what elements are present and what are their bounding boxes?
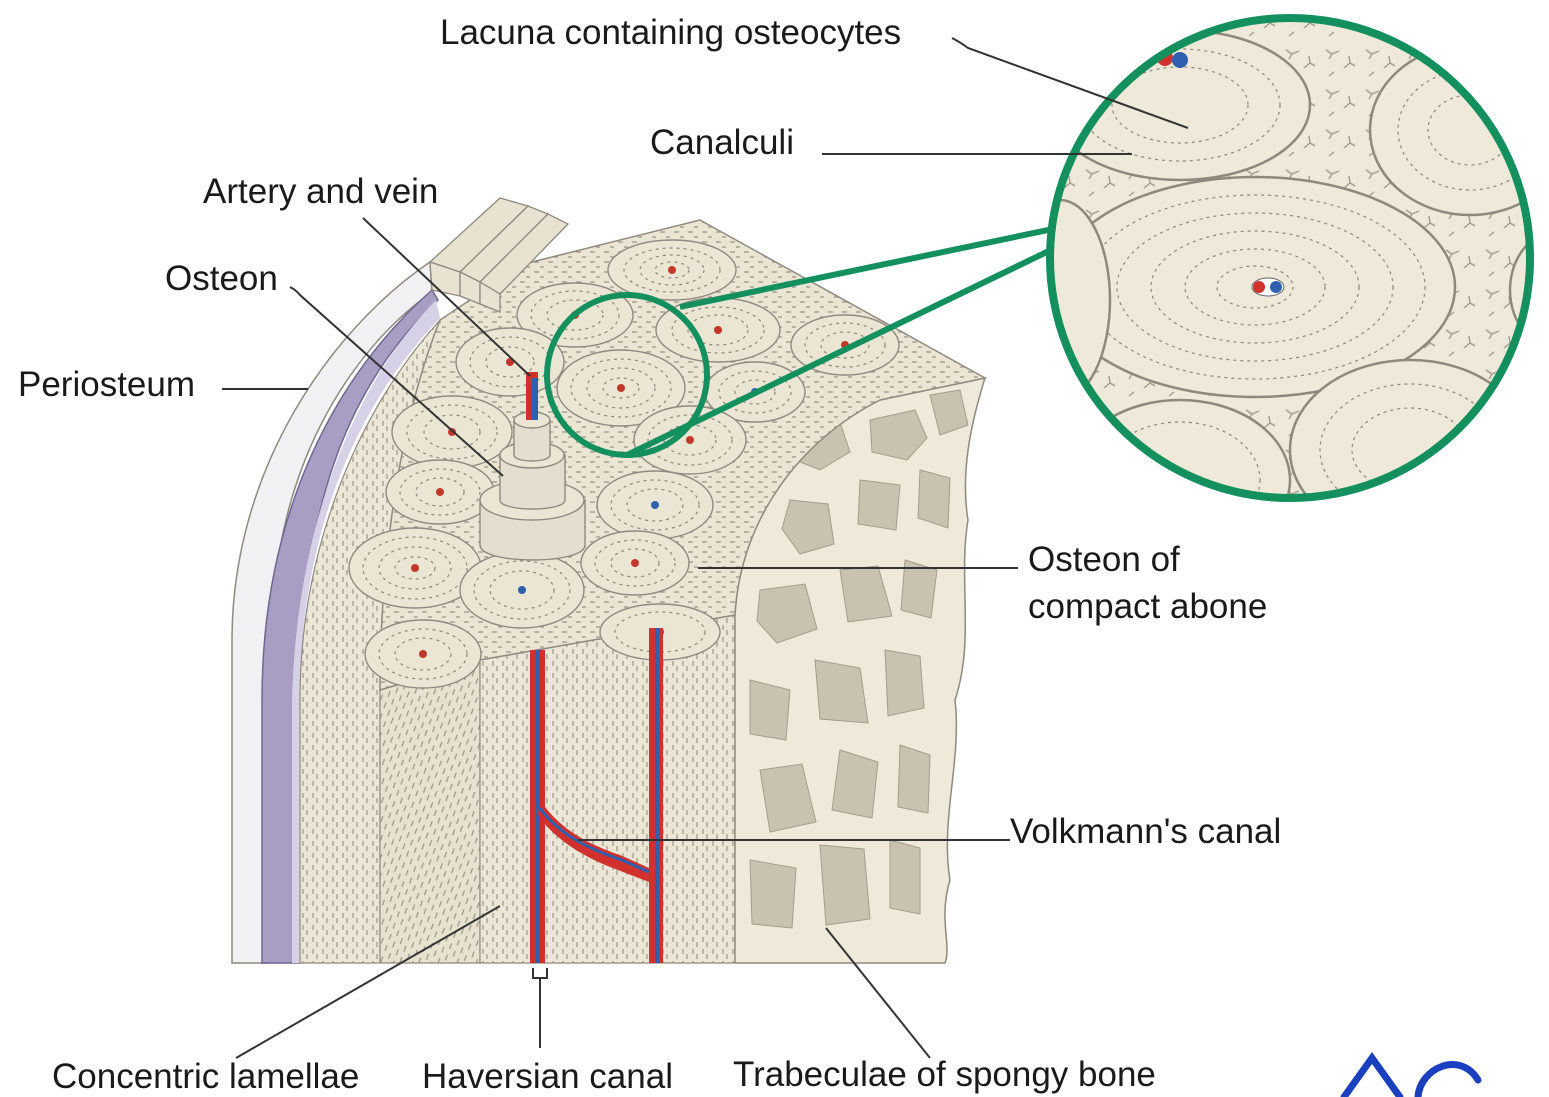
bone-block (232, 198, 985, 978)
label-concentric-lamellae: Concentric lamellae (52, 1057, 359, 1096)
label-osteon-compact-line1: Osteon of (1028, 540, 1180, 579)
label-trabeculae: Trabeculae of spongy bone (733, 1055, 1156, 1094)
logo-mark (1344, 1058, 1478, 1097)
label-artery-vein: Artery and vein (203, 172, 438, 211)
haversian-bracket (533, 968, 547, 978)
label-haversian-canal: Haversian canal (422, 1057, 673, 1096)
label-periosteum: Periosteum (18, 365, 195, 404)
label-canalculi: Canalculi (650, 123, 794, 162)
label-volkmann: Volkmann's canal (1010, 812, 1281, 851)
label-osteon: Osteon (165, 259, 278, 298)
label-lacuna: Lacuna containing osteocytes (440, 13, 901, 52)
label-osteon-compact-line2: compact abone (1028, 587, 1267, 626)
